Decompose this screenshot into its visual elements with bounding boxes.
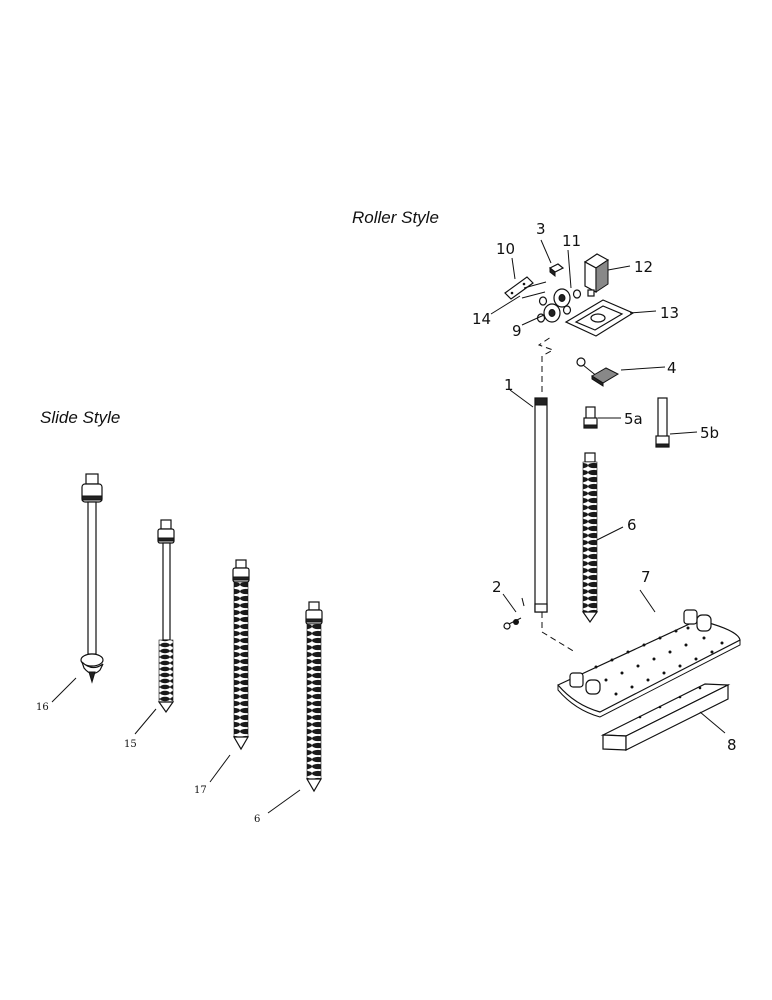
slide-callout-17: 17 [194,785,207,796]
callout-2: 2 [492,578,502,596]
part-12-clamp [583,253,610,297]
alignment-lines [537,336,576,653]
slide-style-title: Slide Style [40,408,120,427]
callout-4: 4 [667,359,677,377]
callout-13: 13 [660,304,679,322]
roller-leader-lines [490,239,726,734]
part-5a-short-bushing [583,406,598,429]
callout-8: 8 [727,736,737,754]
callout-6: 6 [627,516,637,534]
part-9-rollers [536,288,571,323]
callout-11: 11 [562,232,581,250]
part-1-guide-tube [534,397,548,613]
part-2-pin-clip [503,597,525,630]
part-13-carriage-frame [564,299,635,337]
part-10-plate [504,276,534,300]
slide-part-16-auger [80,473,104,684]
part-14-axle-pins [521,281,547,299]
slide-callout-15: 15 [124,739,137,750]
callout-3: 3 [536,220,546,238]
callout-1: 1 [504,376,514,394]
callout-10: 10 [496,240,515,258]
slide-part-17-threaded-rod [232,559,250,751]
slide-leader-lines [51,677,301,814]
callout-5a: 5a [624,410,643,428]
callout-7: 7 [641,568,651,586]
slide-part-15-threaded-rod [157,519,175,714]
part-8-base-bar [600,683,731,751]
roller-style-title: Roller Style [352,208,439,227]
part-7-base-plate [557,609,741,718]
slide-part-6-threaded-rod [305,601,323,793]
part-11-washers [562,289,582,315]
callout-9: 9 [512,322,522,340]
callout-12: 12 [634,258,653,276]
part-6-threaded-screw [581,452,599,624]
callout-14: 14 [472,310,491,328]
part-5b-long-bushing [655,397,670,448]
callout-5b: 5b [700,424,719,442]
part-4-lever [576,357,620,387]
part-3-block [548,263,565,278]
slide-callout-6: 6 [254,814,260,825]
slide-callout-16: 16 [36,702,49,713]
